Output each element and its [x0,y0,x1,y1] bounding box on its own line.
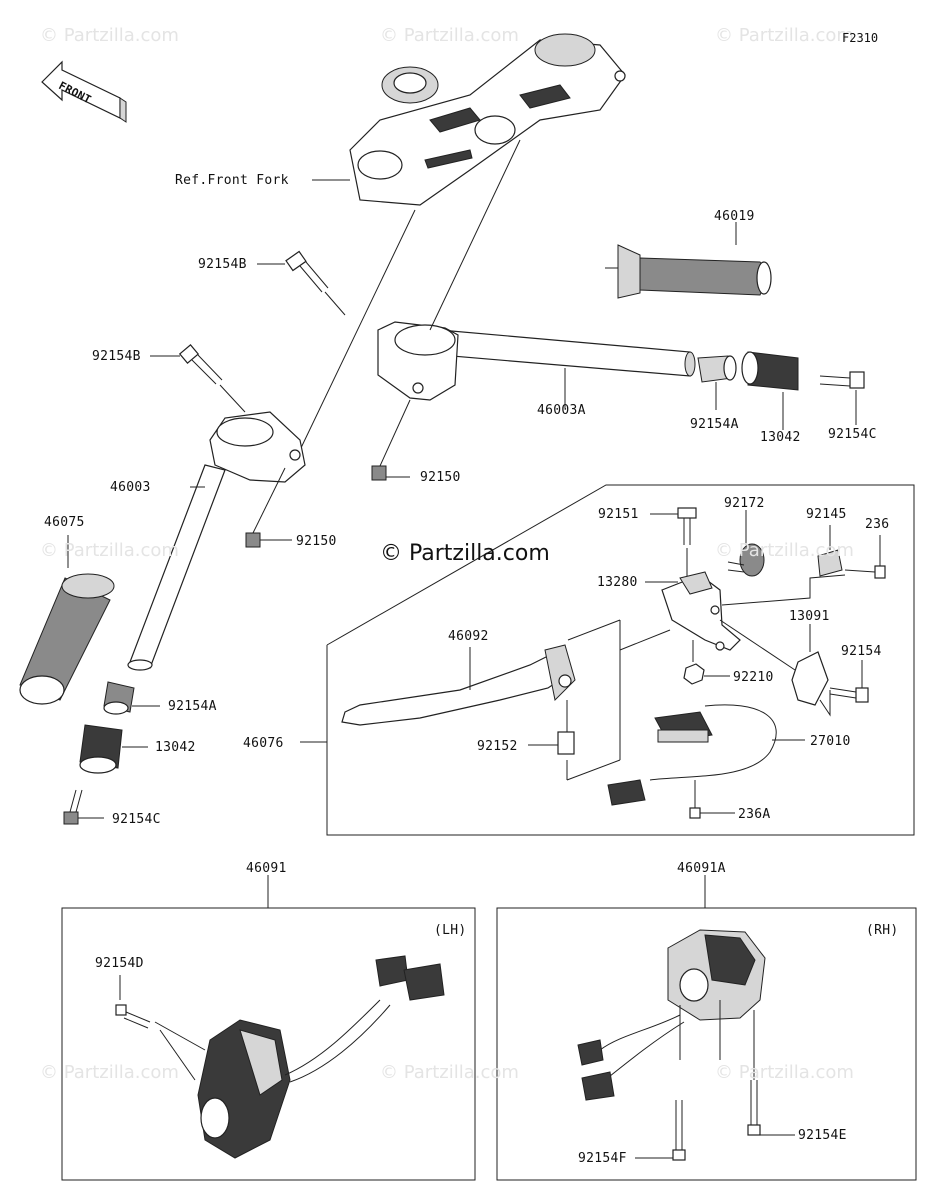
part-label[interactable]: 92154B [92,349,141,364]
watermark: © Partzilla.com [40,1062,179,1083]
bolt-92150-right [371,465,410,481]
part-label[interactable]: 236A [738,807,771,822]
clutch-lever-46092 [341,619,621,726]
part-label[interactable]: 92145 [806,507,847,522]
part-label[interactable]: 236 [865,517,890,532]
watermark: © Partzilla.com [380,1062,519,1083]
lh-label: (LH) [434,923,467,938]
part-label[interactable]: 13091 [789,609,830,624]
ref-front-fork-label: Ref.Front Fork [175,173,289,188]
bar-end-weight-13042-right [741,351,799,391]
rh-label: (RH) [866,923,899,938]
watermark: © Partzilla.com [715,540,854,561]
part-label[interactable]: 27010 [810,734,851,749]
part-label[interactable]: 92154C [112,812,161,827]
part-label[interactable]: 13042 [760,430,801,445]
pivot-collar-92152 [557,731,575,755]
part-label[interactable]: 46003 [110,480,151,495]
right-handlebar-46003A [377,321,696,401]
bar-end-insert-92154A-left [103,681,135,715]
part-label[interactable]: 46075 [44,515,85,530]
center-watermark: © Partzilla.com [380,541,550,566]
watermark: © Partzilla.com [40,25,179,46]
part-label[interactable]: 92154D [95,956,144,971]
screw-92154F [672,1100,686,1161]
part-label[interactable]: 92154A [690,417,739,432]
bolt-92154B-top [285,250,329,293]
lh-switch-panel [61,875,476,1181]
screw-92154E [747,1080,761,1136]
part-label[interactable]: 46076 [243,736,284,751]
part-label[interactable]: 92152 [477,739,518,754]
clutch-assembly-box [300,484,915,836]
bolt-92150-left [245,532,292,548]
left-handlebar-46003 [127,411,306,671]
clamp-13091 [791,651,829,706]
diagram-code: F2310 [842,31,879,45]
left-grip-46075 [19,573,115,705]
part-label[interactable]: 13042 [155,740,196,755]
part-label[interactable]: 92154B [198,257,247,272]
bolt-92154-clamp [829,687,869,703]
clutch-switch-27010 [607,704,777,806]
part-label[interactable]: 92150 [420,470,461,485]
part-label[interactable]: 46003A [537,403,586,418]
part-label[interactable]: 92150 [296,534,337,549]
part-label[interactable]: 92151 [598,507,639,522]
watermark: © Partzilla.com [715,25,854,46]
right-grip-46019 [605,244,772,299]
bar-end-insert-92154A-right [697,355,737,383]
screw-236A [689,780,701,819]
adjuster-92172 [727,543,765,577]
part-label[interactable]: 46019 [714,209,755,224]
watermark: © Partzilla.com [40,540,179,561]
part-label[interactable]: 92154 [841,644,882,659]
part-label[interactable]: 92154A [168,699,217,714]
bolt-92154C-left [63,789,83,825]
part-label[interactable]: 13280 [597,575,638,590]
part-label[interactable]: 92210 [733,670,774,685]
switch-plate-92145 [817,549,843,577]
front-arrow-icon [41,60,127,123]
bolt-92154B-mid [178,344,223,385]
nut-92210 [683,663,705,685]
screw-236 [844,565,886,579]
part-label[interactable]: 92154C [828,427,877,442]
part-label[interactable]: 92172 [724,496,765,511]
part-label[interactable]: 46092 [448,629,489,644]
lever-holder-13280 [661,571,741,651]
lh-switch-housing-46091 [197,955,445,1159]
screw-92154D [115,1004,151,1029]
bolt-92154C-right [819,371,865,389]
rh-switch-panel [496,875,917,1181]
part-label[interactable]: 46091A [677,861,726,876]
rh-switch-housing-46091A [577,929,766,1101]
bar-end-weight-13042-left [79,724,123,774]
part-label[interactable]: 92154E [798,1128,847,1143]
watermark: © Partzilla.com [715,1062,854,1083]
top-triple-clamp [349,33,626,206]
watermark: © Partzilla.com [380,25,519,46]
part-label[interactable]: 92154F [578,1151,627,1166]
part-label[interactable]: 46091 [246,861,287,876]
screw-92151 [677,507,697,545]
